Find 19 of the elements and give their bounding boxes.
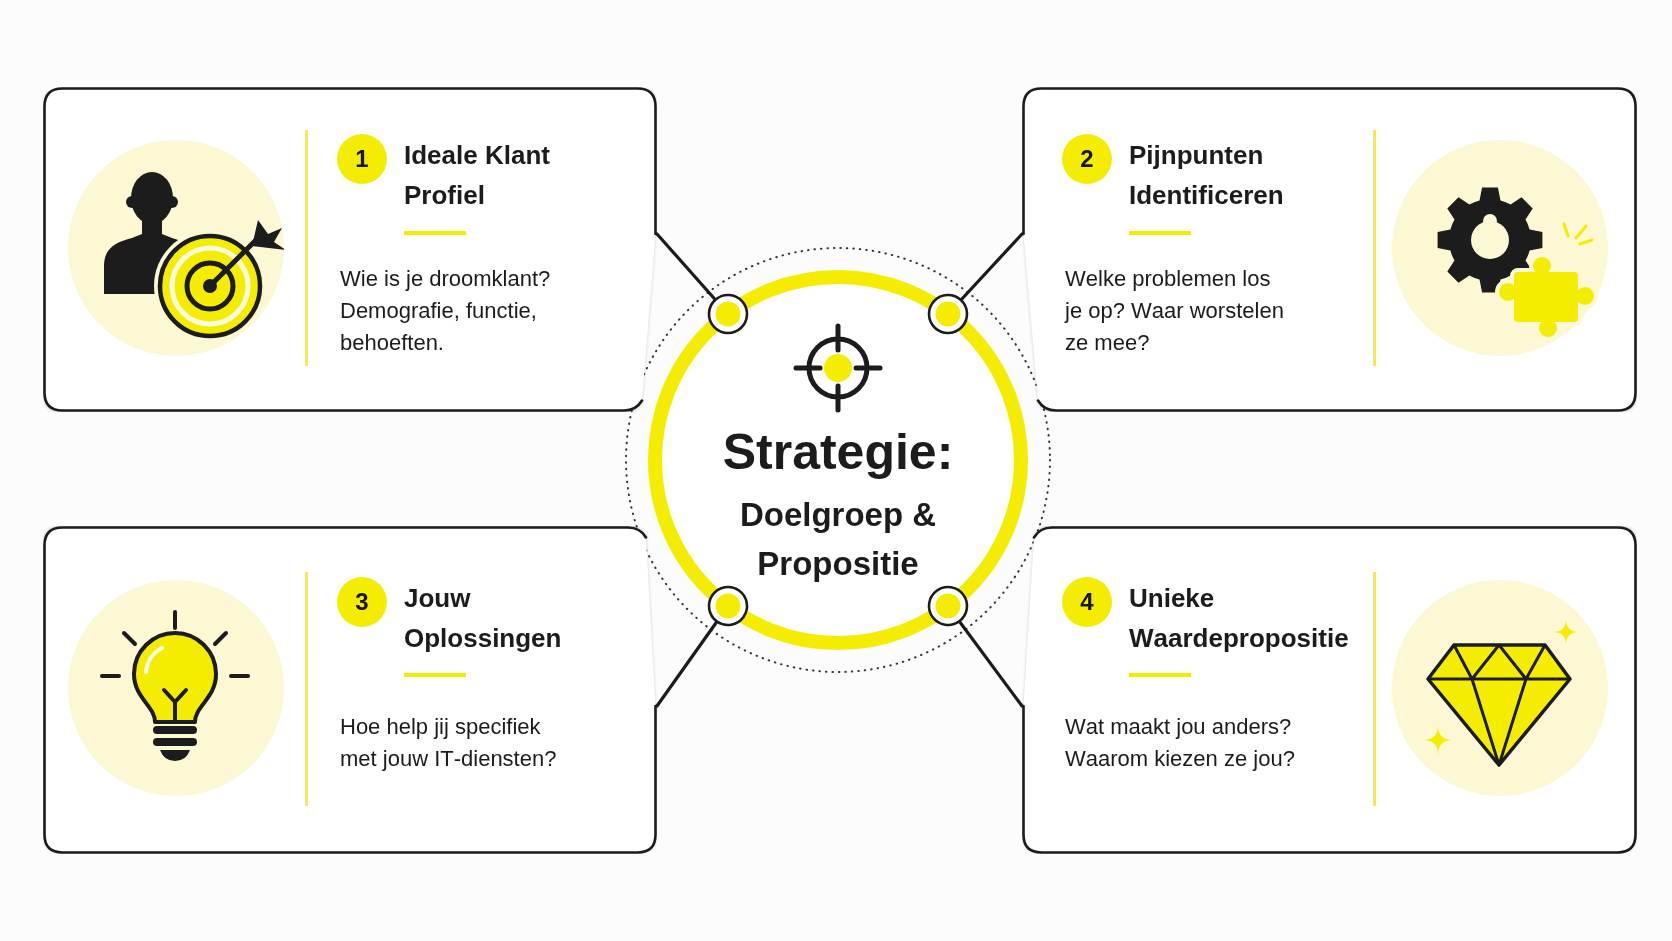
connector-line — [655, 585, 749, 708]
card-heading: Jouw Oplossingen — [404, 582, 563, 655]
card-heading: Ideale Klant Profiel — [404, 139, 551, 212]
card-description: Wat maakt jou anders? Waarom kiezen ze jou? — [1065, 713, 1296, 773]
info-card — [1022, 526, 1637, 854]
card-description: Wie is je droomklant? Demografie, functie, behoeften. — [340, 265, 552, 357]
center-subtitle: Doelgroep & Propositie — [738, 495, 938, 584]
connector-line — [927, 585, 1024, 708]
center-circle — [648, 270, 1028, 650]
connector-line — [927, 232, 1024, 335]
center-title: Strategie: — [721, 423, 955, 481]
card-description: Welke problemen los je op? Waar worstelen ze mee? — [1065, 265, 1285, 357]
connector-line — [655, 232, 749, 335]
info-card — [1022, 87, 1637, 412]
card-heading: Pijnpunten Identificeren — [1129, 139, 1285, 212]
card-heading: Unieke Waardepropositie — [1129, 582, 1350, 655]
info-card — [43, 87, 657, 412]
card-description: Hoe help jij specifiek met jouw IT-diensten? — [340, 713, 558, 773]
info-card — [43, 526, 657, 854]
